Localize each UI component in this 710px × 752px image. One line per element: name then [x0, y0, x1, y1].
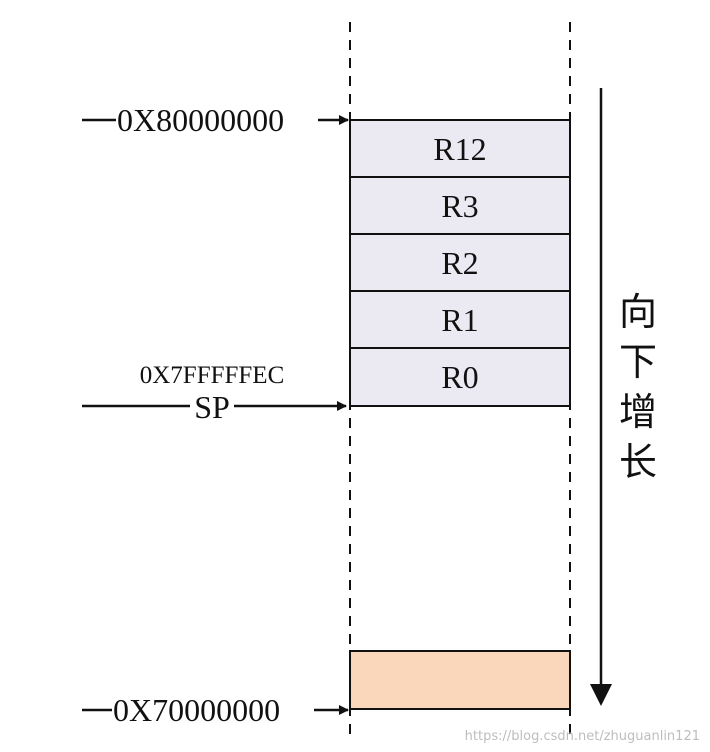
- bottom-address-pointer: 0X70000000: [82, 692, 349, 728]
- register-cell: R0: [349, 347, 571, 407]
- sp-pointer: 0X7FFFFFEC SP: [82, 362, 347, 425]
- register-cell: R3: [349, 176, 571, 235]
- register-label: R1: [441, 302, 478, 338]
- register-cell: R12: [349, 119, 571, 178]
- growth-char: 向: [619, 290, 657, 334]
- bottom-memory-block: [349, 650, 571, 710]
- sp-label: SP: [194, 389, 230, 425]
- top-address-pointer: 0X80000000: [82, 102, 349, 138]
- register-stack: R12 R3 R2 R1 R0: [349, 119, 571, 407]
- register-label: R3: [441, 188, 478, 224]
- sp-address-label: 0X7FFFFFEC: [140, 362, 285, 389]
- register-label: R2: [441, 245, 478, 281]
- register-label: R0: [441, 359, 478, 395]
- top-address-label: 0X80000000: [117, 102, 284, 138]
- register-cell: R1: [349, 290, 571, 349]
- register-cell: R2: [349, 233, 571, 292]
- bottom-address-label: 0X70000000: [113, 692, 280, 728]
- register-label: R12: [433, 131, 486, 167]
- growth-arrow: [590, 88, 612, 706]
- growth-char: 下: [619, 340, 657, 384]
- growth-char: 增: [619, 390, 657, 434]
- growth-label: 向 下 增 长: [619, 290, 657, 484]
- growth-char: 长: [619, 440, 657, 484]
- watermark-text: https://blog.csdn.net/zhuguanlin121: [465, 729, 700, 744]
